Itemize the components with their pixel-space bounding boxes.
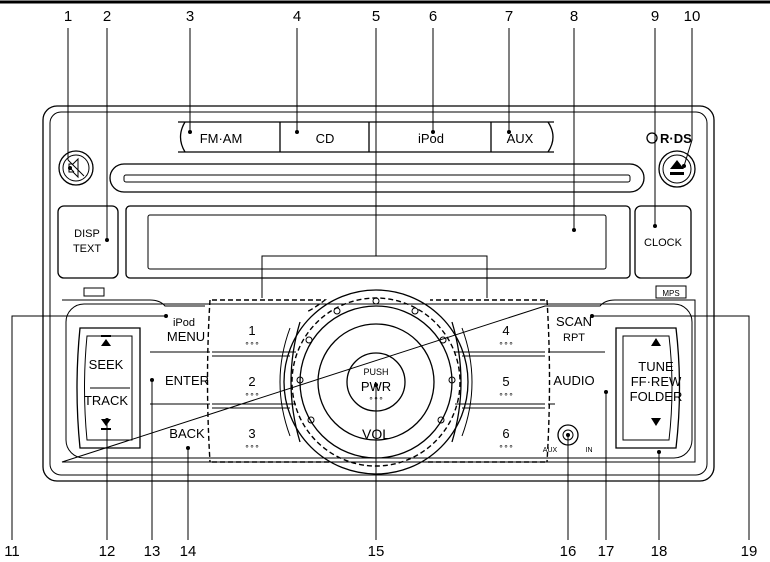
preset-bracket <box>261 28 488 298</box>
aux-label: AUX <box>507 131 534 146</box>
display-screen <box>125 205 631 279</box>
head-unit-body <box>42 105 715 482</box>
scan-rpt-button[interactable]: SCAN RPT <box>556 314 592 344</box>
preset-6-button[interactable]: 6 ∘∘∘ <box>498 426 513 451</box>
callout-2: 2 <box>103 8 111 25</box>
callout-numbers-bottom: 11 12 13 14 15 16 17 18 19 <box>4 543 757 560</box>
preset-1-label: 1 <box>248 323 255 338</box>
callout-16: 16 <box>560 543 577 560</box>
preset-5-button[interactable]: 5 ∘∘∘ <box>498 374 513 399</box>
enter-button[interactable]: ENTER <box>165 373 209 388</box>
preset-button-area <box>206 299 551 463</box>
cd-label: CD <box>316 131 335 146</box>
folder-label: FOLDER <box>630 389 683 404</box>
rpt-label: RPT <box>563 332 585 344</box>
callout-9: 9 <box>651 8 659 25</box>
callout-6: 6 <box>429 8 437 25</box>
tune-down-icon <box>651 418 661 426</box>
callout-1: 1 <box>64 8 72 25</box>
back-button[interactable]: BACK <box>169 426 205 441</box>
preset-3-dots: ∘∘∘ <box>244 442 259 451</box>
left-button-dividers <box>150 351 210 405</box>
mps-label: MPS <box>662 289 679 298</box>
preset-3-label: 3 <box>248 426 255 441</box>
cd-slot <box>109 163 645 193</box>
preset-6-label: 6 <box>502 426 509 441</box>
ipod-menu-label-1: iPod <box>173 317 195 329</box>
mps-badge: MPS <box>655 285 687 299</box>
source-button-row: FM·AM CD iPod AUX <box>178 121 554 153</box>
callout-8: 8 <box>570 8 578 25</box>
disp-text-button[interactable]: DISP TEXT <box>57 205 119 279</box>
callout-11: 11 <box>4 543 20 560</box>
track-label: TRACK <box>84 393 128 408</box>
preset-5-label: 5 <box>502 374 509 389</box>
push-label: PUSH <box>363 367 388 377</box>
eject-icon <box>670 160 684 175</box>
audio-button[interactable]: AUDIO <box>553 373 594 388</box>
rds-logo: R·DS <box>646 131 692 146</box>
clock-label: CLOCK <box>644 237 683 249</box>
preset-2-label: 2 <box>248 374 255 389</box>
preset-1-dots: ∘∘∘ <box>244 339 259 348</box>
callout-14: 14 <box>180 543 197 560</box>
callout-3: 3 <box>186 8 194 25</box>
callout-10: 10 <box>684 8 701 25</box>
seek-label: SEEK <box>89 357 124 372</box>
ipod-menu-button[interactable]: iPod MENU <box>167 317 205 344</box>
rds-logo-text: R·DS <box>660 131 692 146</box>
aux-jack-label: AUX <box>543 447 558 454</box>
ipod-menu-label-2: MENU <box>167 329 205 344</box>
preset-2-button[interactable]: 2 ∘∘∘ <box>244 374 259 399</box>
ring-dot-markers <box>296 297 456 424</box>
preset-3-button[interactable]: 3 ∘∘∘ <box>244 426 259 451</box>
preset-5-dots: ∘∘∘ <box>498 390 513 399</box>
clock-button[interactable]: CLOCK <box>634 205 692 279</box>
seek-track-rocker[interactable]: SEEK TRACK <box>76 327 141 449</box>
in-jack-label: IN <box>586 447 593 454</box>
tune-ff-rew-folder-rocker[interactable]: TUNE FF·REW FOLDER <box>615 327 683 449</box>
callout-5: 5 <box>372 8 380 25</box>
ff-rew-label: FF·REW <box>631 374 682 389</box>
eject-button[interactable] <box>658 150 696 188</box>
callout-19: 19 <box>741 543 758 560</box>
mute-icon <box>67 157 85 179</box>
preset-4-button[interactable]: 4 ∘∘∘ <box>498 323 513 348</box>
preset-6-dots: ∘∘∘ <box>498 442 513 451</box>
preset-4-dots: ∘∘∘ <box>498 339 513 348</box>
ipod-label: iPod <box>418 131 444 146</box>
preset-1-button[interactable]: 1 ∘∘∘ <box>244 323 259 348</box>
tune-label: TUNE <box>638 359 674 374</box>
indicator-light <box>83 287 105 297</box>
callout-12: 12 <box>99 543 116 560</box>
right-button-dividers <box>548 351 605 405</box>
preset-2-dots: ∘∘∘ <box>244 390 259 399</box>
seek-up-icon <box>101 335 111 346</box>
callout-15: 15 <box>368 543 385 560</box>
callout-17: 17 <box>598 543 615 560</box>
fm-am-label: FM·AM <box>200 131 243 146</box>
mute-button[interactable] <box>58 150 94 186</box>
callout-13: 13 <box>144 543 161 560</box>
callout-7: 7 <box>505 8 513 25</box>
callout-leader-lines <box>11 28 750 540</box>
scan-label: SCAN <box>556 314 592 329</box>
tune-up-icon <box>651 338 661 346</box>
callout-4: 4 <box>293 8 301 25</box>
disp-label: DISP <box>74 228 100 240</box>
text-label: TEXT <box>73 243 101 255</box>
preset-4-label: 4 <box>502 323 509 338</box>
callout-18: 18 <box>651 543 668 560</box>
callout-numbers-top: 1 2 3 4 5 6 7 8 9 10 <box>64 8 701 25</box>
